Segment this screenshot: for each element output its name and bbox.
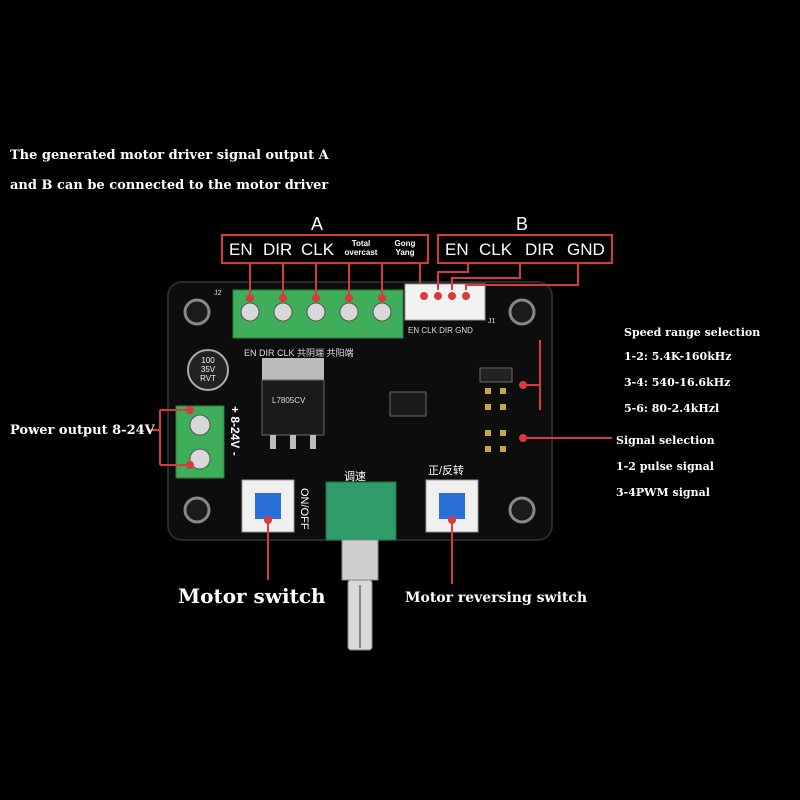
jumper-cap bbox=[479, 367, 513, 383]
header-line-1: The generated motor driver signal output… bbox=[10, 148, 329, 163]
regulator-tab bbox=[262, 358, 324, 380]
hole-br bbox=[508, 496, 536, 524]
speed-item-2: 3-4: 540-16.6kHz bbox=[624, 376, 731, 389]
group-a-en: EN bbox=[229, 240, 253, 259]
signal-item-1: 1-2 pulse signal bbox=[616, 460, 714, 473]
speed-item-1: 1-2: 5.4K-160kHz bbox=[624, 350, 732, 363]
capacitor bbox=[187, 349, 229, 391]
annotation-dots bbox=[186, 292, 527, 524]
hole-tr bbox=[508, 298, 536, 326]
reversing-switch-label: Motor reversing switch bbox=[405, 590, 588, 606]
speed-title: Speed range selection bbox=[624, 326, 761, 339]
pot-body bbox=[325, 481, 397, 541]
regulator-label: L7805CV bbox=[272, 396, 306, 405]
silk-terminal-labels: EN DIR CLK 共阴端 共阳端 bbox=[244, 348, 354, 358]
group-b-dir: DIR bbox=[525, 240, 555, 259]
regulator-body bbox=[261, 379, 325, 436]
voltage-silk: + 8-24V - bbox=[228, 406, 242, 456]
mounting-holes bbox=[183, 298, 536, 524]
reverse-silk-label: 正/反转 bbox=[428, 465, 465, 477]
hole-bl bbox=[183, 496, 211, 524]
silk-j2: J2 bbox=[214, 290, 222, 297]
power-label: Power output 8-24V bbox=[10, 423, 155, 438]
signal-title: Signal selection bbox=[616, 434, 715, 447]
speed-knob-label: 调速 bbox=[344, 471, 366, 483]
reverse-switch-cap bbox=[439, 493, 465, 519]
group-b-gnd: GND bbox=[567, 240, 605, 259]
onoff-label: ON/OFF bbox=[298, 488, 310, 530]
silk-connector-labels: EN CLK DIR GND bbox=[408, 326, 473, 335]
group-a-letter: A bbox=[311, 214, 324, 234]
group-a-clk: CLK bbox=[301, 240, 335, 259]
group-b-en: EN bbox=[445, 240, 469, 259]
pot-collar bbox=[341, 539, 379, 581]
signal-item-2: 3-4PWM signal bbox=[616, 486, 710, 499]
signal-jumper-pins bbox=[485, 430, 506, 452]
group-a-dir: DIR bbox=[263, 240, 293, 259]
group-b-box: EN CLK DIR GND bbox=[437, 234, 613, 264]
hole-tl bbox=[183, 298, 211, 326]
annotation-lines bbox=[148, 262, 612, 584]
header-line-2: and B can be connected to the motor driv… bbox=[10, 178, 329, 193]
motor-switch-cap bbox=[255, 493, 281, 519]
motor-switch-label: Motor switch bbox=[178, 584, 326, 608]
group-b-clk: CLK bbox=[479, 240, 513, 259]
terminal-screws bbox=[240, 302, 392, 322]
group-b-letter: B bbox=[516, 214, 529, 234]
ic-chip bbox=[389, 391, 427, 417]
silk-j1: J1 bbox=[488, 318, 496, 325]
speed-item-3: 5-6: 80-2.4kHzl bbox=[624, 402, 720, 415]
connector-b bbox=[404, 283, 486, 321]
